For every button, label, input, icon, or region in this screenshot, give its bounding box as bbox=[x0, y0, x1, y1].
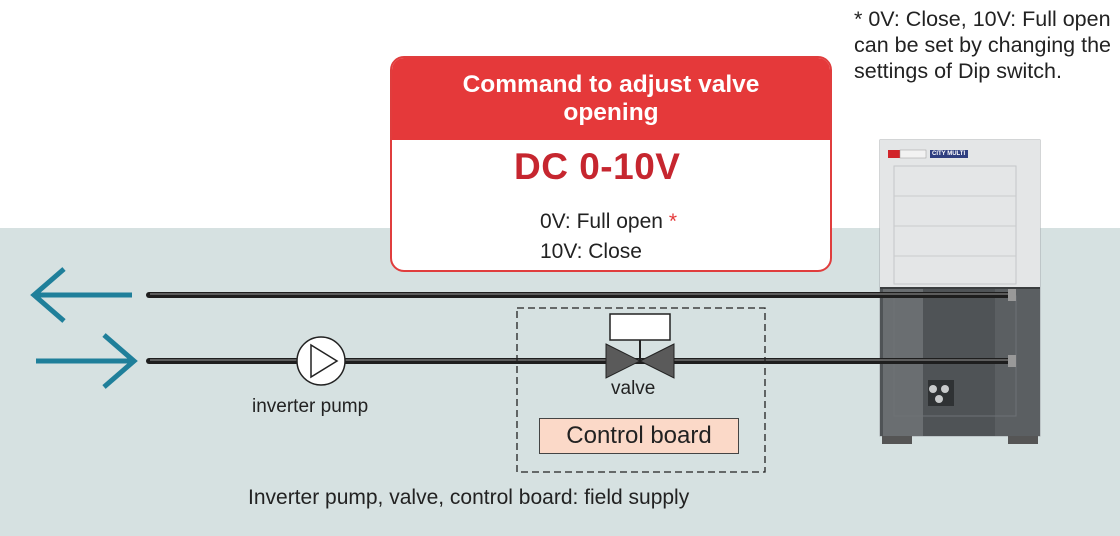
supply-pipe bbox=[146, 355, 1016, 367]
inverter-pump-icon bbox=[296, 336, 346, 386]
command-line-full-open: 0V: Full open * bbox=[540, 210, 677, 234]
pump-label: inverter pump bbox=[252, 396, 369, 417]
command-box: Command to adjust valve opening bbox=[390, 56, 832, 272]
command-line-close: 10V: Close bbox=[540, 240, 642, 263]
supply-flow-arrow-icon bbox=[36, 333, 138, 389]
field-supply-boundary bbox=[516, 307, 766, 473]
valve-label: valve bbox=[611, 378, 656, 399]
asterisk-mark: * bbox=[668, 210, 677, 233]
signal-label: DC 0-10V bbox=[514, 146, 681, 187]
unit-brand-badge: CITY MULTI bbox=[932, 151, 966, 157]
return-pipe bbox=[146, 289, 1016, 301]
return-flow-arrow-icon bbox=[30, 267, 132, 323]
control-board: Control board bbox=[539, 418, 739, 454]
full-open-text: 0V: Full open bbox=[540, 210, 663, 233]
field-supply-caption: Inverter pump, valve, control board: fie… bbox=[248, 486, 690, 509]
dip-switch-note: * 0V: Close, 10V: Full open can be set b… bbox=[854, 7, 1111, 83]
command-box-title: Command to adjust valve opening bbox=[392, 58, 830, 140]
valve-icon bbox=[605, 313, 675, 379]
